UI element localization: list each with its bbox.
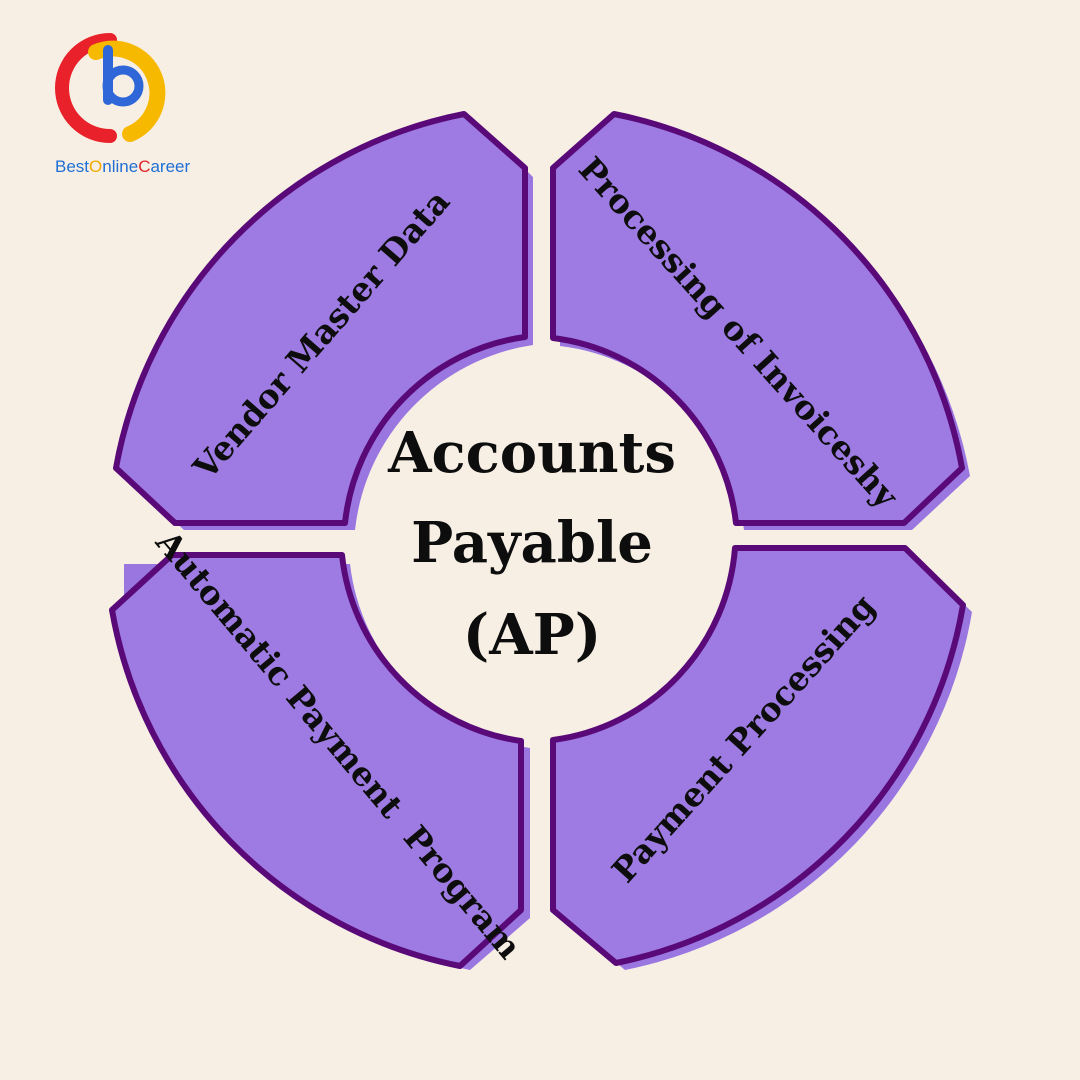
center-title-line-2: Payable xyxy=(411,510,653,576)
center-title: Accounts Payable (AP) xyxy=(387,420,676,668)
segment-bottom-left xyxy=(109,552,524,969)
logo-red-arc xyxy=(55,33,117,143)
segment-top-left xyxy=(113,111,528,526)
center-title-line-3: (AP) xyxy=(463,602,602,668)
brand-part-o: O xyxy=(89,157,102,176)
brand-part-c: C xyxy=(138,157,150,176)
center-title-line-1: Accounts xyxy=(387,420,676,486)
brand-part-areer: areer xyxy=(150,157,190,176)
brand-name: BestOnlineCareer xyxy=(55,157,190,176)
logo-b-icon xyxy=(102,45,144,107)
logo: BestOnlineCareer xyxy=(55,33,190,176)
segment-top-right xyxy=(550,111,965,526)
segment-bottom-right xyxy=(550,545,966,966)
brand-part-nline: nline xyxy=(102,157,138,176)
segments-group xyxy=(109,111,972,970)
logo-yellow-arc xyxy=(88,40,166,142)
brand-part-best: Best xyxy=(55,157,89,176)
